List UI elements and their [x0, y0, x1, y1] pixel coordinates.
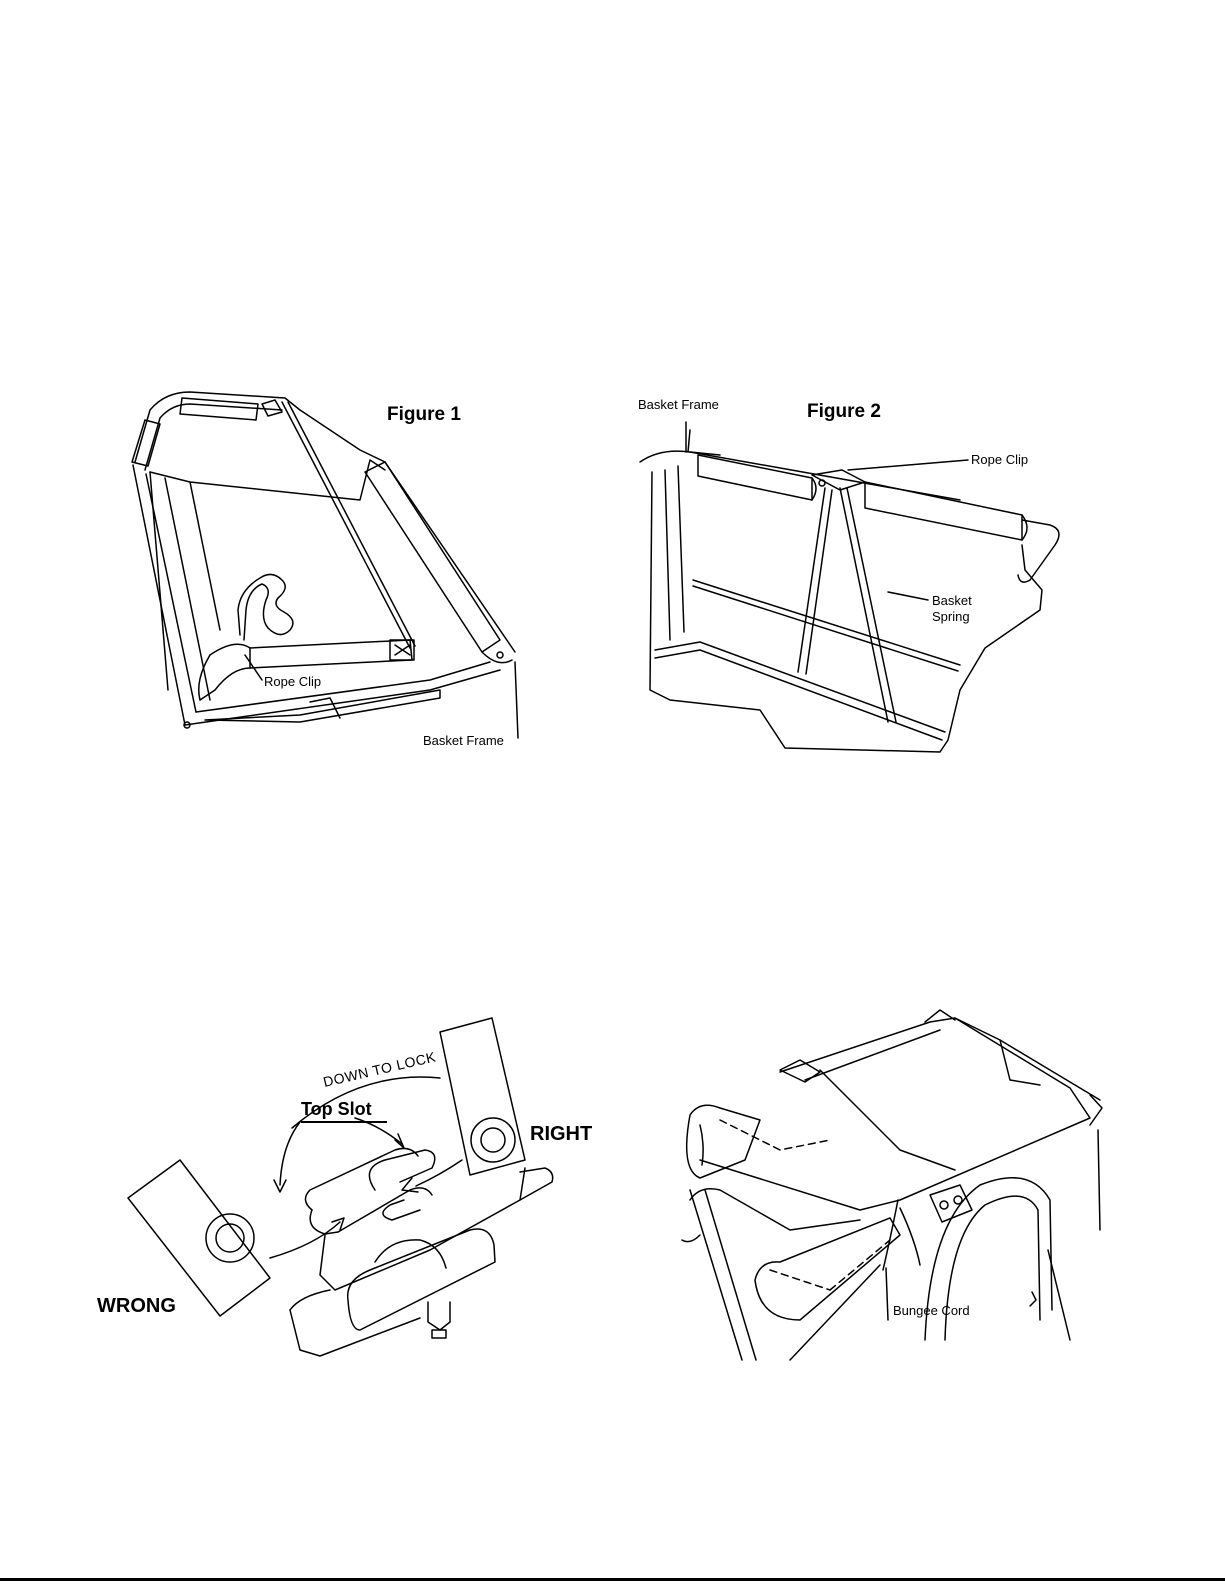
- figure-4-bungee-cord-label: Bungee Cord: [893, 1304, 970, 1317]
- page-bottom-rule: [0, 1578, 1225, 1581]
